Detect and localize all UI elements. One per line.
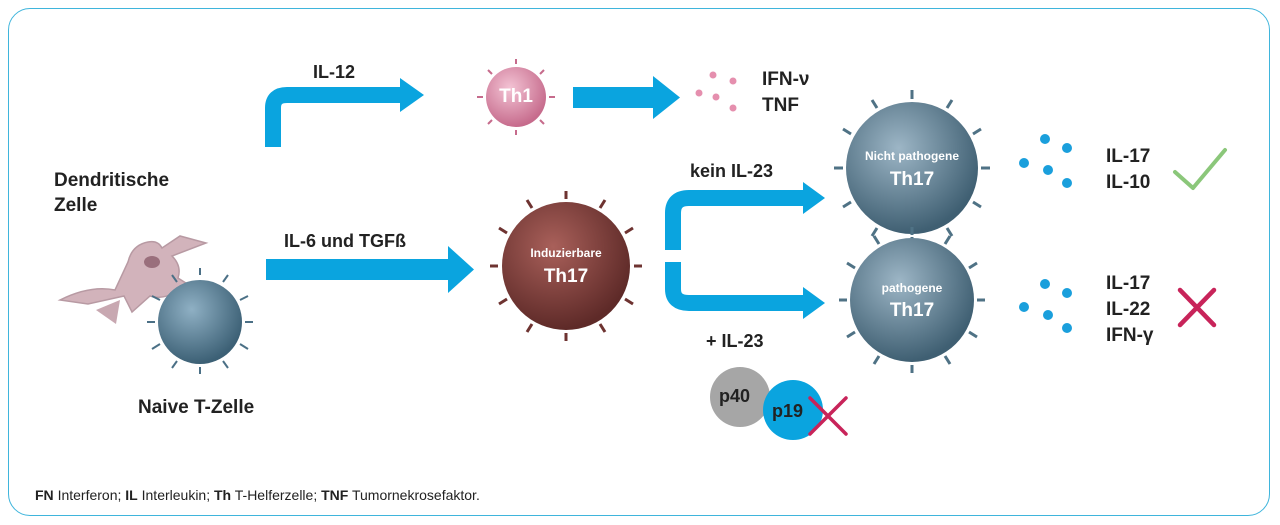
footnote-def-fn: Interferon; [57,487,122,503]
pathogen-label: pathogene [881,281,943,295]
kein-il23-label: kein IL-23 [690,161,774,181]
pathogen-th17-label: Th17 [889,300,935,321]
induzierbare-label: Induzierbare [530,246,602,260]
arrow-il12-head [400,78,424,112]
p40-circle [710,367,770,427]
plus-il23-label: + IL-23 [706,331,764,351]
p19-circle [763,380,823,440]
diagram-frame [8,8,1270,516]
cross-icon [1177,287,1217,328]
arrow-il6-head [448,246,474,293]
arrow-th1-head [653,76,680,119]
arrow-th1-shaft [573,87,655,108]
cytokine-np-1: IL-17 [1106,146,1151,167]
cytokine-dots-th1 [695,71,737,112]
arrow-il12 [265,87,402,147]
induzierbare-th17-label: Th17 [543,266,589,287]
p40-label: p40 [719,386,751,406]
nicht-pathogen-th17-label: Th17 [889,169,935,190]
footnote: FN Interferon; IL Interleukin; Th T-Helf… [35,487,480,503]
footnote-abbr-tnf: TNF [321,487,349,503]
arrow-plus-il23 [665,262,805,311]
cytokine-dots-pathogen [1019,279,1072,333]
arrow-il6-shaft [266,259,450,280]
dendritic-cell-label: Dendritische Zelle [54,170,170,216]
th17-pathogen-shape [839,227,985,373]
p19-cross-icon [808,396,848,436]
cytokine-p-3: IFN-γ [1106,325,1154,346]
cytokine-th1-1: IFN-ν [762,69,810,90]
arrows [265,76,825,319]
footnote-def-il: Interleukin; [141,487,211,503]
th17-induzierbar-shape [490,191,642,341]
dendritic-cell-shape [57,235,209,324]
th1-label: Th1 [499,86,533,107]
footnote-abbr-th: Th [214,487,232,503]
arrow-kein-il23-head [803,182,825,214]
arrow-kein-il23 [665,190,805,250]
cytokine-p-1: IL-17 [1106,273,1151,294]
p19-label: p19 [772,401,804,421]
cytokine-dots-nicht-pathogen [1019,134,1072,188]
il12-label: IL-12 [313,62,356,82]
check-icon [1173,148,1227,190]
il6-tgfb-label: IL-6 und TGFß [284,231,406,251]
cytokine-np-2: IL-10 [1106,172,1151,193]
footnote-abbr-il: IL [125,487,138,503]
th17-nicht-pathogen-shape [834,90,990,246]
th1-cell-shape [477,59,555,135]
naive-t-cell-label: Naive T-Zelle [138,397,255,418]
cytokine-th1-2: TNF [762,95,799,116]
nicht-pathogen-label: Nicht pathogene [864,149,959,163]
footnote-def-th: T-Helferzelle; [234,487,318,503]
naive-t-cell-shape [147,268,253,374]
arrow-plus-il23-head [803,287,825,319]
footnote-def-tnf: Tumornekrosefaktor. [351,487,480,503]
cytokine-p-2: IL-22 [1106,299,1151,320]
footnote-abbr-fn: FN [35,487,54,503]
